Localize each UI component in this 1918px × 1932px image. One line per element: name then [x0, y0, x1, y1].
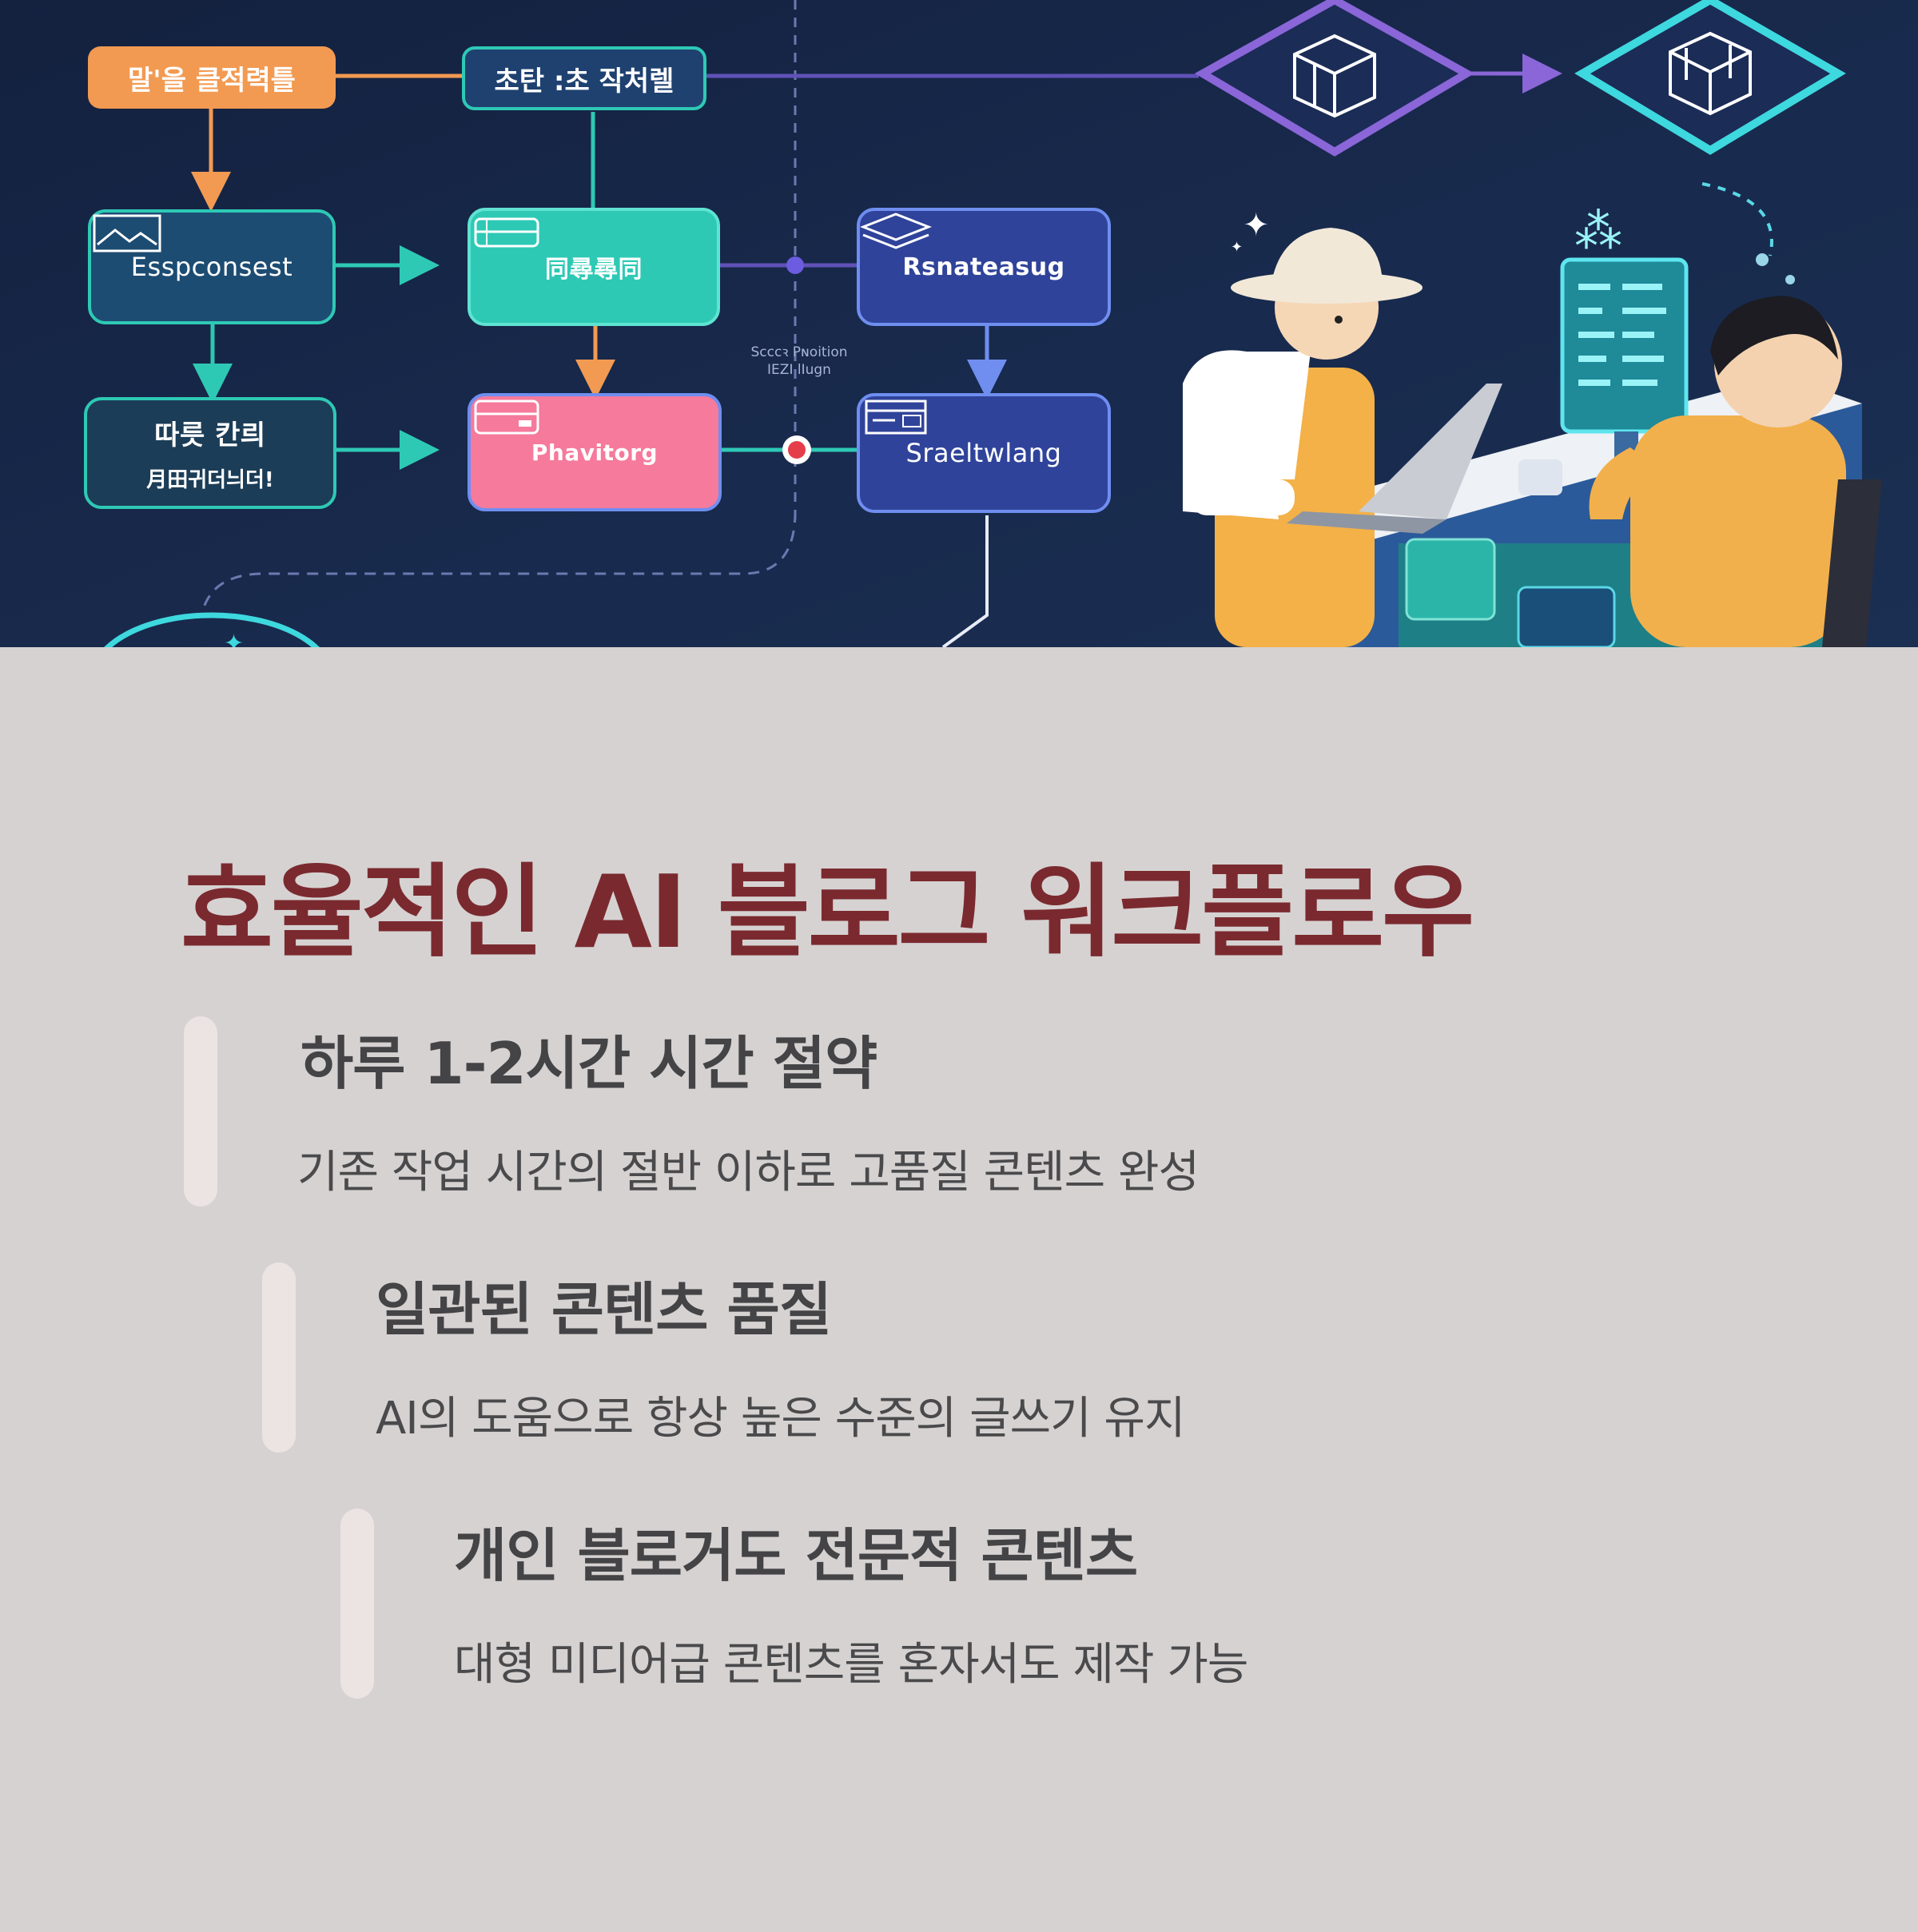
flow-caption: Scccꝛ Pɴoition IEZI lIugn [719, 344, 879, 379]
svg-text:✦: ✦ [1231, 239, 1243, 256]
flow-caption-line: IEZI lIugn [767, 362, 831, 378]
benefit-title: 일관된 콘텐츠 품질 [376, 1276, 832, 1343]
form-icon [865, 400, 927, 435]
flow-node-sublabel: 月田귀더늬더! [146, 468, 274, 492]
flow-node-esspconsest: Esspconsest [88, 209, 336, 324]
benefit-item: 일관된 콘텐츠 품질 AI의 도움으로 항상 높은 수준의 글쓰기 유지 [262, 1262, 1301, 1454]
flow-node-center-top: 同尋尋同 [468, 208, 720, 326]
benefit-item: 개인 블로거도 전문적 콘텐츠 대형 미디어급 콘텐츠를 혼자서도 제작 가능 [340, 1509, 1379, 1700]
layers-icon [860, 213, 932, 249]
benefit-description: 기존 작업 시간의 절반 이하로 고품질 콘텐츠 완성 [297, 1147, 1200, 1199]
accent-bar [262, 1262, 296, 1453]
image-icon [93, 214, 161, 252]
flow-node-sraeltwlang: Sraeltwlang [857, 393, 1111, 513]
accent-bar [184, 1016, 217, 1207]
flow-node-label: 따릇 칸릐 [154, 419, 266, 451]
hero-illustration: ✦ ✦ ✦ [0, 0, 1918, 647]
flow-header-label: 초탄 :초 작처렐 [462, 46, 706, 110]
flow-node-label: 同尋尋同 [545, 256, 643, 284]
flow-node-phavitorg: Phavitorg [468, 393, 722, 511]
svg-text:⁂: ⁂ [1574, 204, 1622, 260]
flow-caption-line: Scccꝛ Pɴoition [750, 344, 848, 360]
benefit-description: AI의 도움으로 항상 높은 수준의 글쓰기 유지 [376, 1393, 1185, 1445]
flow-node-label: Esspconsest [130, 252, 293, 282]
flow-start-label: 말'을 클적력틀 [88, 46, 336, 109]
accent-bar [340, 1509, 374, 1699]
benefit-title: 하루 1-2시간 시간 절약 [300, 1030, 877, 1097]
workflow-diagram-graphic: ✦ ✦ ✦ [104, 0, 1882, 647]
benefit-item: 하루 1-2시간 시간 절약 기존 작업 시간의 절반 이하로 고품질 콘텐츠 … [184, 1016, 1223, 1208]
svg-text:✦: ✦ [224, 630, 244, 647]
server-icon [474, 217, 539, 248]
benefit-title: 개인 블로거도 전문적 콘텐츠 [454, 1522, 1138, 1589]
card-icon [474, 400, 539, 435]
flow-node-rsnateasug: Rsnateasug [857, 208, 1111, 326]
flow-node-bottom-left: 따릇 칸릐 月田귀더늬더! [84, 397, 336, 509]
flow-node-label: Rsnateasug [902, 252, 1065, 281]
benefit-description: 대형 미디어급 콘텐츠를 혼자서도 제작 가능 [454, 1639, 1248, 1691]
svg-text:✦: ✦ [1243, 207, 1270, 244]
flow-node-label: Phavitorg [531, 439, 659, 466]
flow-node-label: Sraeltwlang [905, 438, 1062, 468]
page-title: 효율적인 AI 블로그 워크플로우 [181, 853, 1474, 971]
